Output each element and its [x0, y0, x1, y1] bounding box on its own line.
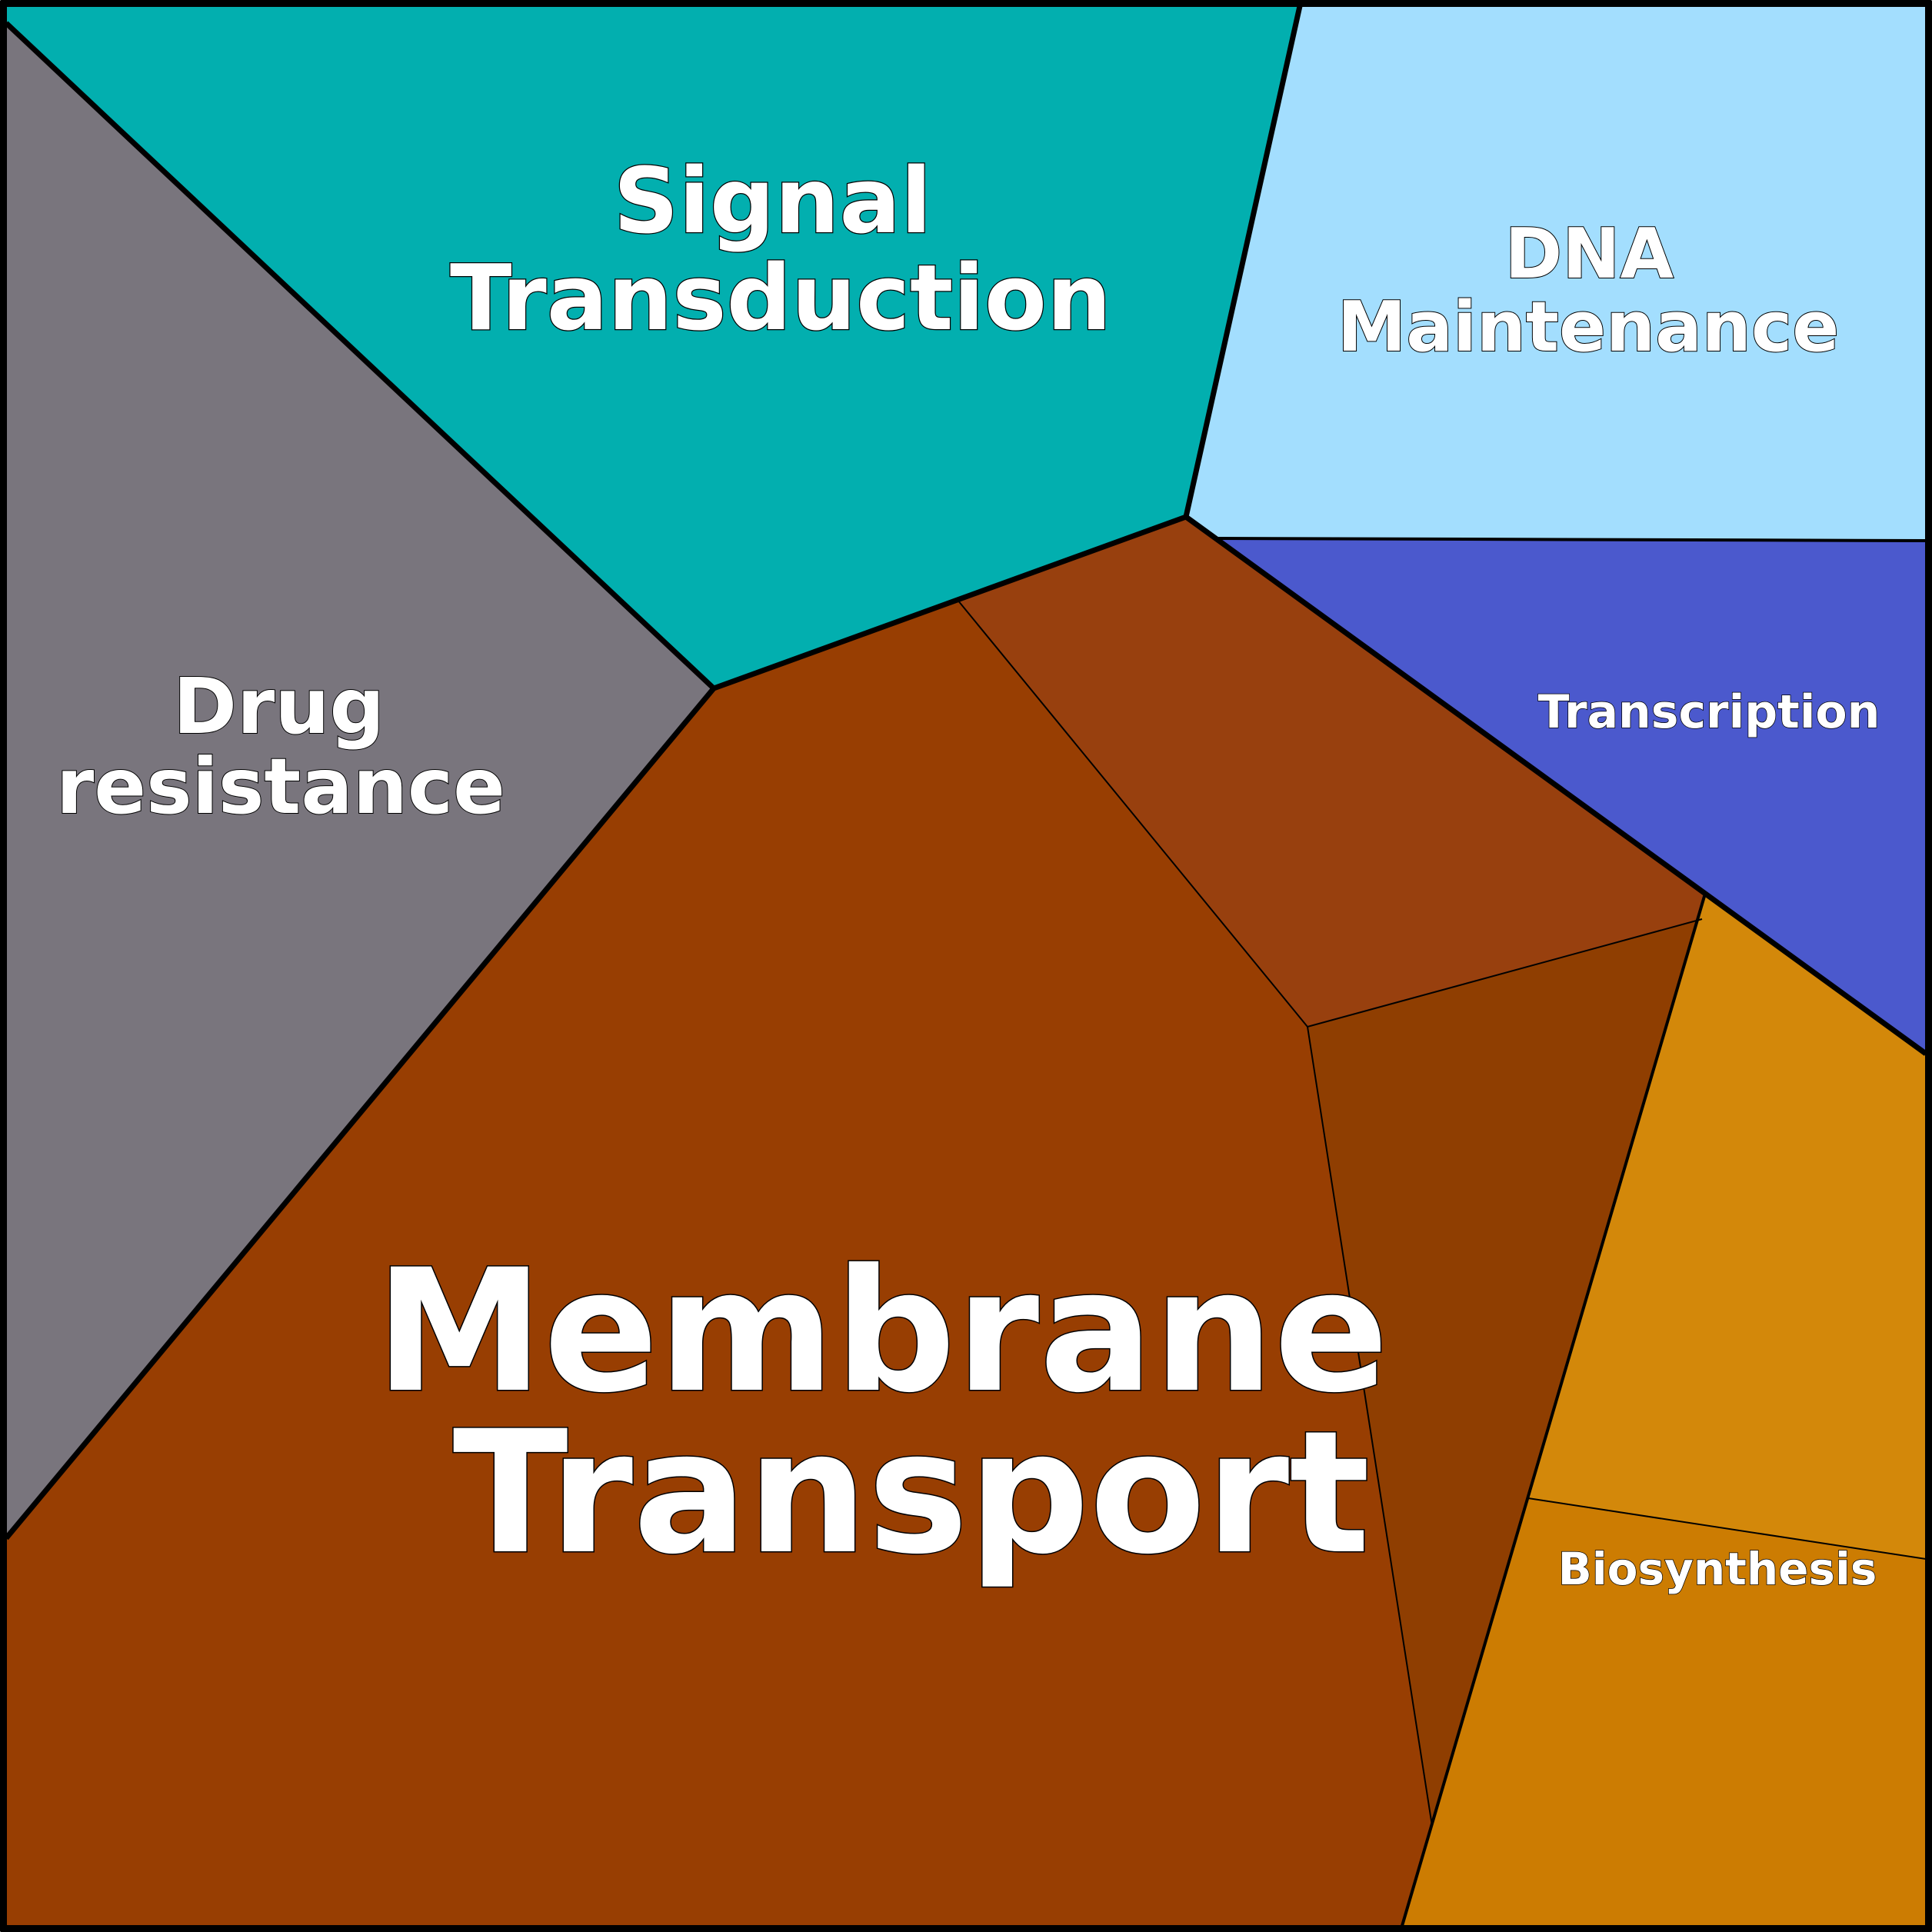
border-signal-right [1183, 5, 1303, 518]
cell-dna-maintenance[interactable] [1186, 6, 1926, 541]
border-signal-left [4, 21, 716, 691]
cell-membrane-transport-sub-a[interactable] [958, 517, 1705, 1027]
label-signal-transduction-line1: Signal [613, 148, 931, 254]
label-drug-resistance: Drug resistance [56, 661, 505, 831]
label-membrane-transport-line2: Transport [453, 1394, 1371, 1591]
label-dna-maintenance-line1: DNA [1504, 214, 1674, 295]
label-dna-maintenance: DNA Maintenance [1337, 214, 1840, 368]
cell-membrane-transport[interactable] [6, 600, 1432, 1926]
cell-membrane-transport-sub-b[interactable] [1307, 919, 1702, 1826]
cell-biosynthesis-upper[interactable] [1528, 894, 1926, 1559]
label-signal-transduction-line2: Transduction [450, 245, 1111, 351]
border-transcription-top [1217, 537, 1927, 542]
label-transcription: Transcription [1538, 685, 1880, 739]
border-biosynthesis-split [1527, 1497, 1927, 1560]
label-dna-maintenance-line2: Maintenance [1337, 287, 1840, 368]
border-membrane-sub-b [1307, 1026, 1433, 1827]
label-signal-transduction: Signal Transduction [450, 148, 1111, 351]
label-drug-resistance-line1: Drug [173, 661, 385, 751]
border-membrane-top [4, 514, 1928, 1541]
label-biosynthesis: Biosynthesis [1558, 1543, 1877, 1595]
label-membrane-transport: Membrane Transport [375, 1233, 1447, 1591]
cell-drug-resistance[interactable] [6, 23, 714, 1538]
label-membrane-transport-line1: Membrane [375, 1233, 1389, 1430]
label-drug-resistance-line2: resistance [56, 741, 505, 831]
cell-signal-transduction[interactable] [6, 6, 1300, 688]
cell-biosynthesis-lower[interactable] [1402, 1498, 1926, 1926]
border-biosynthesis-left [1401, 893, 1707, 1927]
